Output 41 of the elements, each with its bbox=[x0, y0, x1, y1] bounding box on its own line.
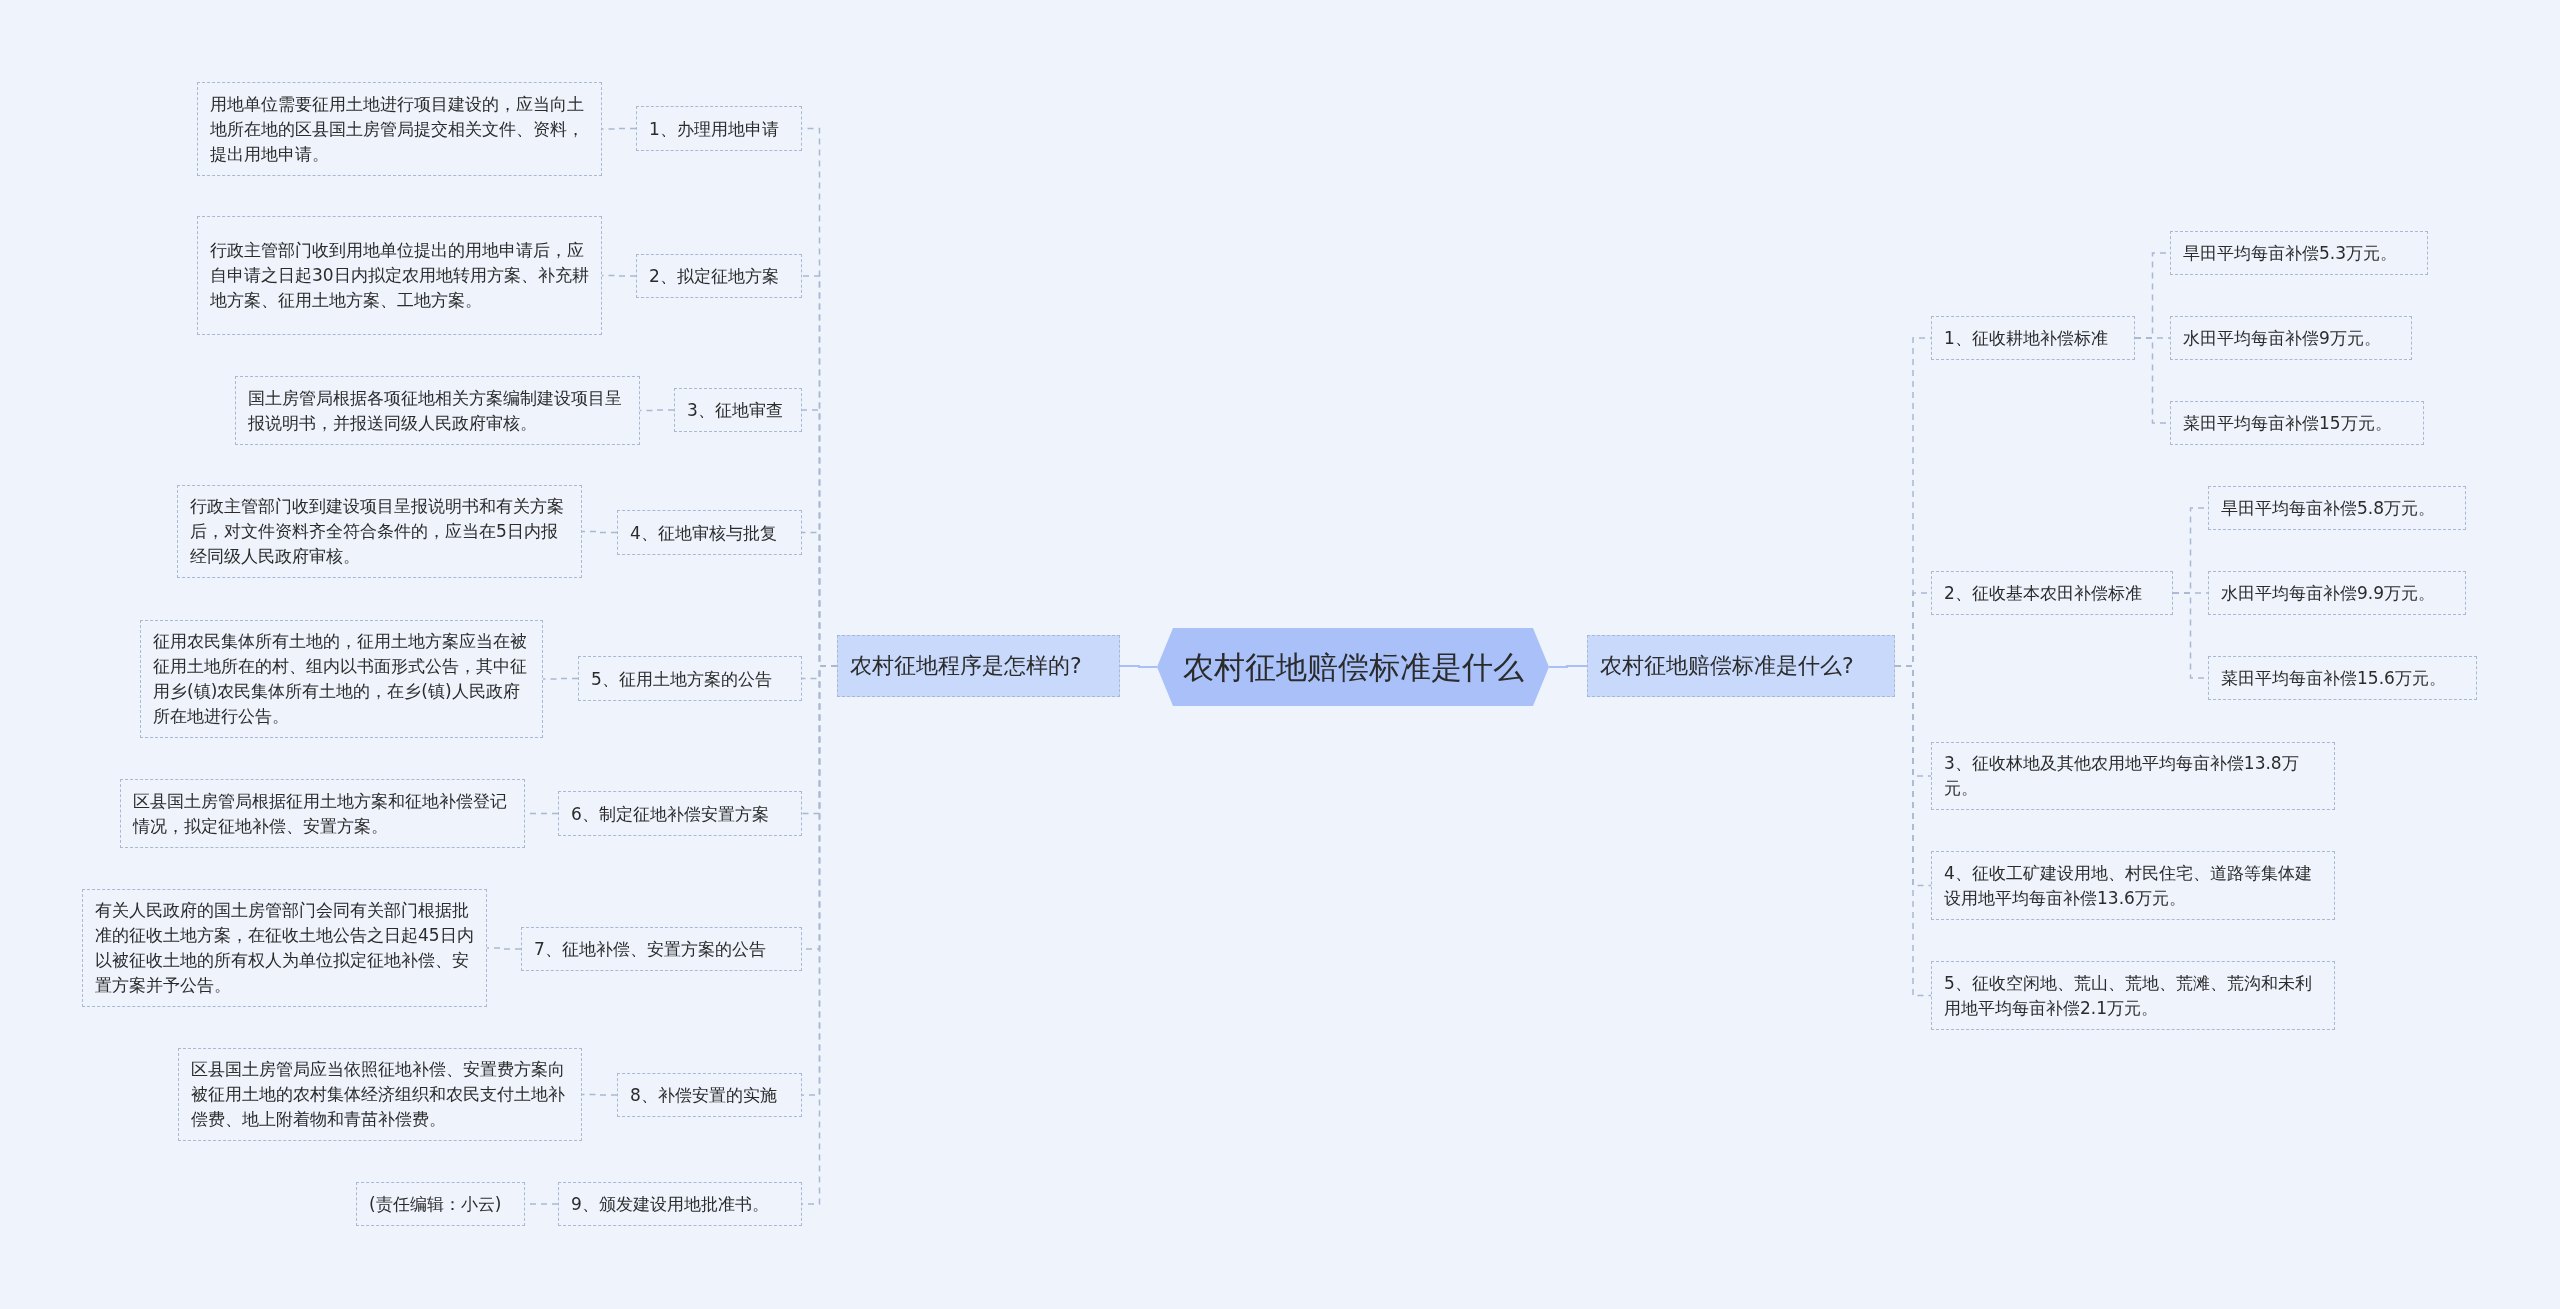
note-box: 用地单位需要征用土地进行项目建设的，应当向土地所在地的区县国土房管局提交相关文件、资料，提出用地申请。 bbox=[197, 82, 602, 176]
note-box: 行政主管部门收到用地单位提出的用地申请后，应自申请之日起30日内拟定农用地转用方案、补充耕地方案、征用土地方案、工地方案。 bbox=[197, 216, 602, 335]
topic-box: 2、征收基本农田补偿标准 bbox=[1931, 571, 2173, 615]
connector-line bbox=[486, 947, 522, 950]
note-box: 区县国土房管局根据征用土地方案和征地补偿登记情况，拟定征地补偿、安置方案。 bbox=[120, 779, 525, 848]
note-box: 行政主管部门收到建设项目呈报说明书和有关方案后，对文件资料齐全符合条件的，应当在5日内报经同级人民政府审核。 bbox=[177, 485, 582, 578]
note-box: 征用农民集体所有土地的，征用土地方案应当在被征用土地所在的村、组内以书面形式公告，其中征用乡(镇)农民集体所有土地的，在乡(镇)人民政府所在地进行公告。 bbox=[140, 620, 543, 738]
central-topic-hexagon: 农村征地赔偿标准是什么 bbox=[1157, 628, 1549, 706]
connector-line bbox=[542, 677, 579, 680]
topic-box: 7、征地补偿、安置方案的公告 bbox=[521, 927, 802, 971]
topic-box: 5、征用土地方案的公告 bbox=[578, 656, 802, 701]
connector-line bbox=[581, 1093, 618, 1096]
connector-line bbox=[601, 274, 637, 277]
topic-box: 1、办理用地申请 bbox=[636, 106, 802, 151]
connector-line bbox=[601, 127, 637, 130]
note-box: 3、征收林地及其他农用地平均每亩补偿13.8万元。 bbox=[1931, 742, 2335, 810]
connector-line bbox=[639, 409, 675, 412]
note-box: 5、征收空闲地、荒山、荒地、荒滩、荒沟和未利用地平均每亩补偿2.1万元。 bbox=[1931, 961, 2335, 1030]
note-box: 有关人民政府的国土房管部门会同有关部门根据批准的征收土地方案，在征收土地公告之日起45日内以被征收土地的所有权人为单位拟定征地补偿、安置方案并予公告。 bbox=[82, 889, 487, 1007]
topic-box: 8、补偿安置的实施 bbox=[617, 1073, 802, 1117]
topic-box: 旱田平均每亩补偿5.3万元。 bbox=[2170, 231, 2428, 275]
note-box: 区县国土房管局应当依照征地补偿、安置费方案向被征用土地的农村集体经济组织和农民支付土地补偿费、地上附着物和青苗补偿费。 bbox=[178, 1048, 582, 1141]
connector-line bbox=[1548, 665, 1588, 668]
topic-box: 1、征收耕地补偿标准 bbox=[1931, 316, 2135, 360]
note-box: 国土房管局根据各项征地相关方案编制建设项目呈报说明书，并报送同级人民政府审核。 bbox=[235, 376, 640, 445]
branch-topic-box: 农村征地程序是怎样的? bbox=[837, 635, 1120, 697]
topic-box: 4、征地审核与批复 bbox=[617, 510, 802, 555]
topic-box: 3、征地审查 bbox=[674, 388, 802, 432]
topic-box: 9、颁发建设用地批准书。 bbox=[558, 1182, 802, 1226]
topic-box: 6、制定征地补偿安置方案 bbox=[558, 791, 802, 836]
topic-box: 水田平均每亩补偿9.9万元。 bbox=[2208, 571, 2466, 615]
connector-line bbox=[581, 530, 618, 534]
topic-box: 2、拟定征地方案 bbox=[636, 254, 802, 298]
note-box: 4、征收工矿建设用地、村民住宅、道路等集体建设用地平均每亩补偿13.6万元。 bbox=[1931, 851, 2335, 920]
topic-box: (责任编辑：小云) bbox=[356, 1182, 525, 1226]
connector-line bbox=[1119, 665, 1158, 668]
topic-box: 菜田平均每亩补偿15.6万元。 bbox=[2208, 656, 2477, 700]
branch-topic-box: 农村征地赔偿标准是什么? bbox=[1587, 635, 1895, 697]
topic-box: 旱田平均每亩补偿5.8万元。 bbox=[2208, 486, 2466, 530]
topic-box: 菜田平均每亩补偿15万元。 bbox=[2170, 401, 2424, 445]
topic-box: 水田平均每亩补偿9万元。 bbox=[2170, 316, 2412, 360]
